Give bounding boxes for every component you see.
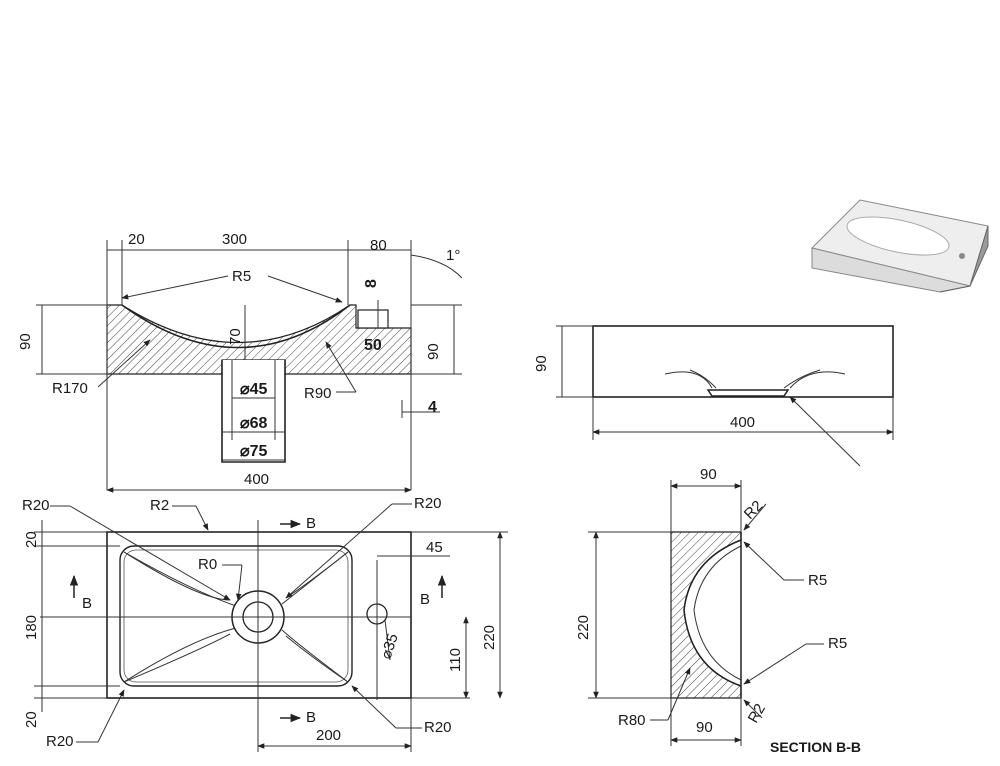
dim-400-front: 400 — [244, 471, 269, 488]
top-r20-br: R20 — [424, 719, 452, 736]
dim-90-left: 90 — [17, 333, 34, 350]
top-r2: R2 — [150, 497, 169, 514]
dim-4: 4 — [428, 399, 437, 416]
top-bowl — [119, 545, 353, 687]
section-view: 90 R2 R5 220 R5 R80 90 R2 SECTION B-B — [575, 466, 861, 755]
dim-20-top: 20 — [128, 231, 145, 248]
dim-70: 70 — [227, 328, 244, 345]
front-r90: R90 — [304, 385, 332, 402]
top-r20-tl: R20 — [22, 497, 50, 514]
top-dim-20-lower: 20 — [23, 711, 40, 728]
dim-8: 8 — [363, 279, 380, 288]
top-dim-20-upper: 20 — [23, 531, 40, 548]
dim-90-right: 90 — [425, 343, 442, 360]
front-bowl-curve — [121, 304, 351, 349]
dim-80: 80 — [370, 237, 387, 254]
top-dim-200: 200 — [316, 727, 341, 744]
dim-50: 50 — [364, 337, 382, 354]
isometric-preview — [811, 199, 989, 293]
side-view: 90 400 — [533, 325, 894, 467]
section-dim-90-top: 90 — [700, 466, 717, 483]
front-view: 20 300 80 1° R5 8 50 90 90 70 R170 R90 ⌀… — [17, 231, 463, 493]
dim-300: 300 — [222, 231, 247, 248]
top-dim-180: 180 — [23, 615, 40, 640]
section-r80: R80 — [618, 712, 646, 729]
section-r5-top: R5 — [808, 572, 827, 589]
section-dim-90-bottom: 90 — [696, 719, 713, 736]
front-r170: R170 — [52, 380, 88, 397]
section-body — [670, 531, 742, 699]
section-dim-220: 220 — [575, 615, 592, 640]
section-arrow-top: B — [306, 515, 316, 532]
top-dim-220: 220 — [481, 625, 498, 650]
dim-angle: 1° — [446, 247, 460, 264]
top-r20-bl: R20 — [46, 733, 74, 750]
dim-d68: ⌀68 — [240, 415, 268, 432]
top-r20-tr: R20 — [414, 495, 442, 512]
section-r5-bottom: R5 — [828, 635, 847, 652]
front-drain-outlet — [221, 360, 286, 463]
front-r5: R5 — [232, 268, 251, 285]
section-arrow-right: B — [420, 591, 430, 608]
dim-d75: ⌀75 — [240, 443, 268, 460]
side-body — [592, 325, 894, 398]
front-overflow-slot — [357, 309, 389, 329]
section-title: SECTION B-B — [770, 739, 861, 755]
top-view: R20 R2 R20 R0 B B B B 20 180 20 45 ⌀35 — [22, 495, 508, 752]
top-r0: R0 — [198, 556, 217, 573]
top-dim-110: 110 — [447, 648, 464, 672]
dim-d45: ⌀45 — [240, 381, 268, 398]
side-dim-90: 90 — [533, 355, 550, 372]
top-dim-45: 45 — [426, 539, 443, 556]
side-dim-400: 400 — [730, 414, 755, 431]
section-arrow-bottom: B — [306, 709, 316, 726]
section-arrow-left: B — [82, 595, 92, 612]
